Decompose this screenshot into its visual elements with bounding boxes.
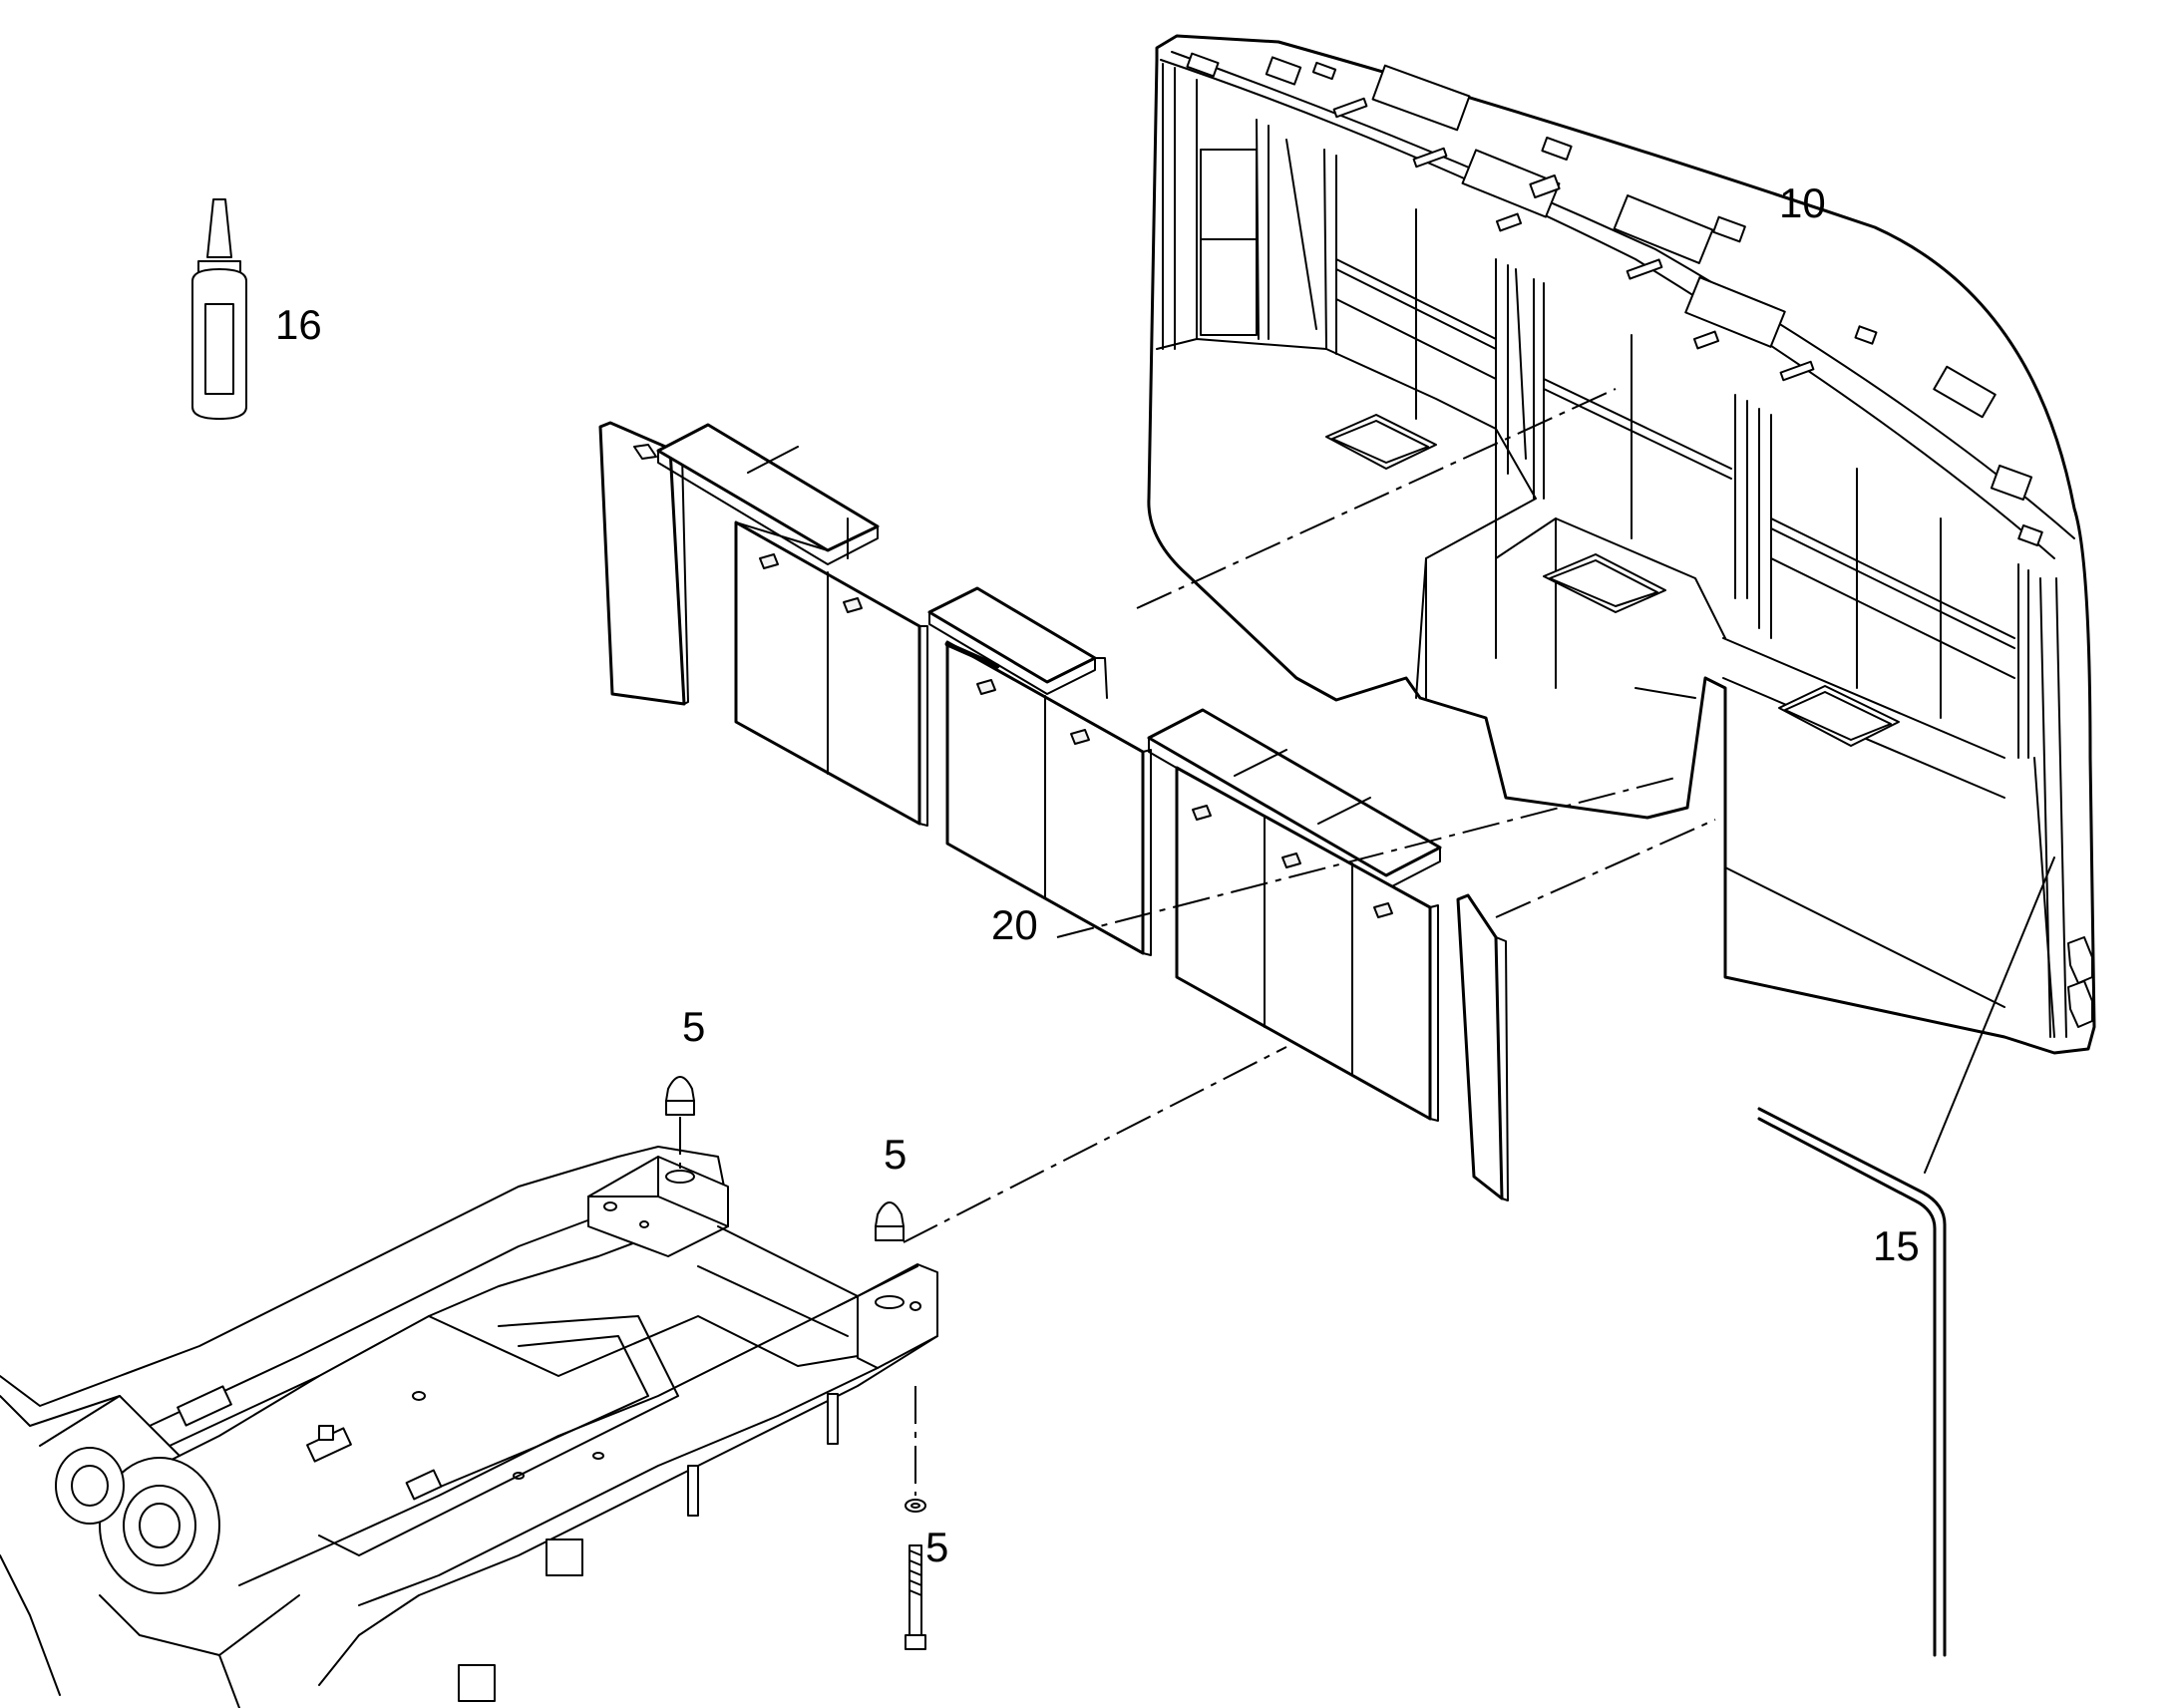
callout-10: 10 [1779,179,1826,226]
upper-frame [0,1146,938,1708]
callout-5-bolt: 5 [925,1524,948,1570]
leader-lines [679,388,2055,1496]
bolt-with-washer [905,1499,926,1650]
callout-5-left-stud: 5 [682,1003,705,1050]
callout-16: 16 [275,301,322,348]
cover-panels [598,421,1509,1201]
callout-20: 20 [991,901,1038,948]
stud-right [875,1201,905,1241]
callout-labels: 10 16 20 15 5 5 5 [275,179,1920,1570]
seal-strip [1757,1107,1947,1657]
callout-5-right-stud: 5 [884,1131,907,1178]
callout-15: 15 [1873,1222,1920,1269]
stud-left [665,1076,695,1116]
counterweight [1147,34,2096,1055]
sealant-bottle [191,198,247,420]
